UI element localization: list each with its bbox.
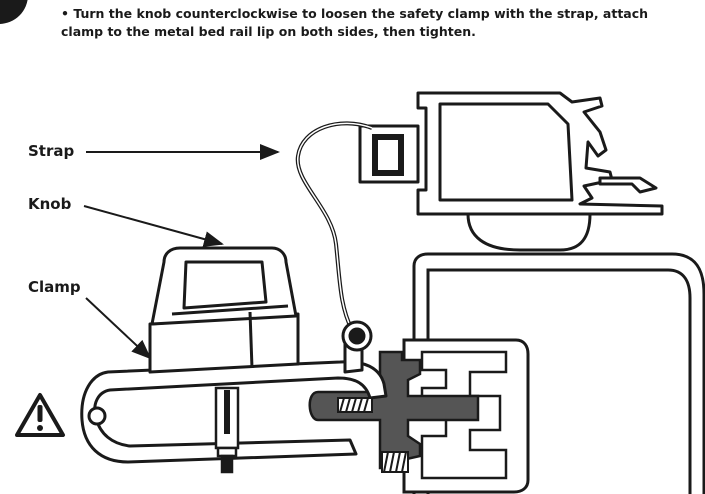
knob-arrow <box>83 205 224 247</box>
clamp-label: Clamp <box>28 278 81 296</box>
clamp-screw <box>214 386 240 474</box>
instruction-line-2: clamp to the metal bed rail lip on both … <box>61 24 476 39</box>
upper-rail-profile <box>358 91 664 252</box>
instruction-text: • Turn the knob counterclockwise to loos… <box>61 5 691 41</box>
clamp-arrow <box>85 297 152 360</box>
knob-label: Knob <box>28 195 72 213</box>
clamp-body <box>80 320 388 464</box>
strap-label: Strap <box>28 142 75 160</box>
warning-triangle-icon <box>15 393 65 437</box>
rail-insert <box>308 350 480 470</box>
rail-screw-lower <box>381 451 409 473</box>
bed-frame <box>412 252 705 494</box>
instruction-line-1: • Turn the knob counterclockwise to loos… <box>61 6 649 21</box>
knob <box>148 246 300 374</box>
rail-screw-upper <box>337 397 373 413</box>
